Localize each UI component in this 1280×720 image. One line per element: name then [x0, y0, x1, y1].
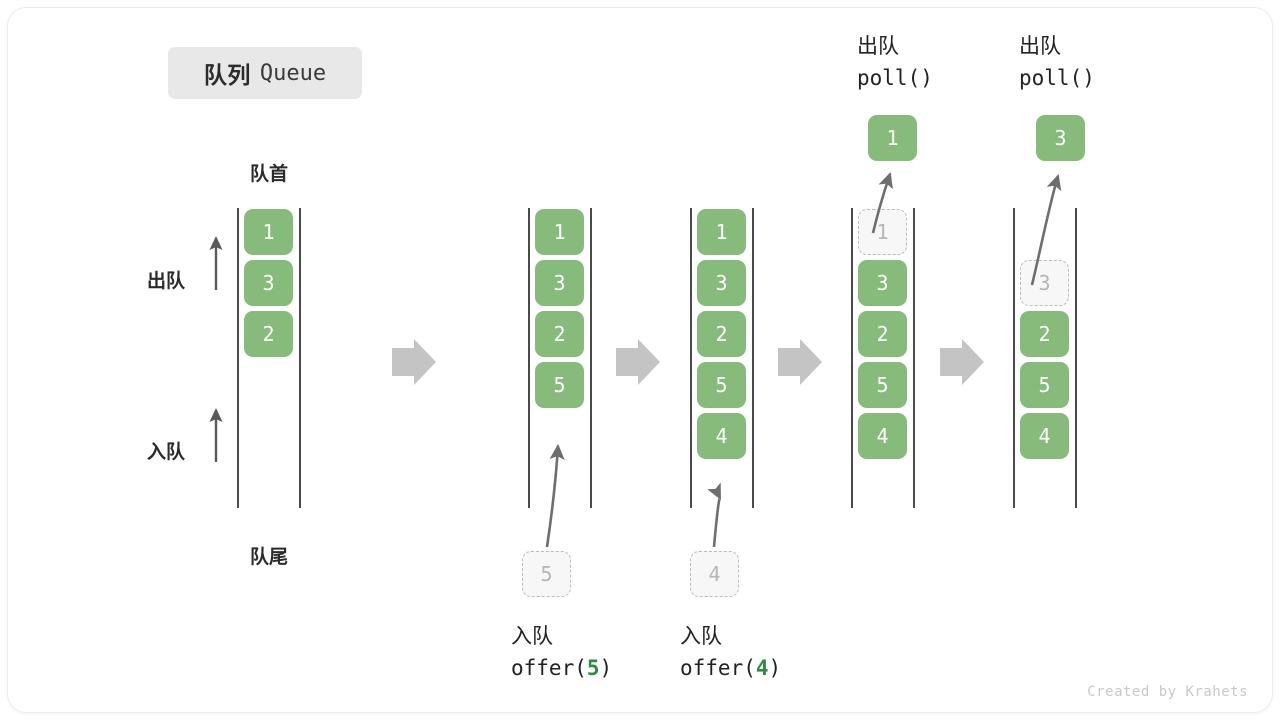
queue-cell: 2	[244, 311, 293, 357]
queue-cell: 4	[697, 413, 746, 459]
rail-left	[851, 208, 853, 508]
queue-cell: 3	[535, 260, 584, 306]
caption-close: )	[768, 655, 782, 680]
rail-left	[528, 208, 530, 508]
popped-cell: 3	[1036, 115, 1085, 161]
caption-operation-label: 入队	[511, 625, 553, 648]
dequeue-direction-label: 出队	[147, 271, 186, 292]
queue-cell: 2	[1020, 311, 1069, 357]
rail-right	[752, 208, 754, 508]
title-chinese: 队列	[203, 62, 251, 88]
popped-cell: 1	[868, 115, 917, 161]
queue-cell-removed: 3	[1020, 260, 1069, 306]
caption-code: offer(5)	[511, 653, 612, 685]
rail-left	[1013, 208, 1015, 508]
rail-right	[590, 208, 592, 508]
caption-operation-label: 入队	[680, 625, 722, 648]
queue-cell: 4	[858, 413, 907, 459]
queue-cell: 5	[535, 362, 584, 408]
enqueue-direction-label: 入队	[147, 442, 186, 463]
caption-poll-3: 出队 poll()	[1019, 31, 1095, 95]
queue-cell: 1	[535, 209, 584, 255]
queue-cell: 1	[244, 209, 293, 255]
queue-cell: 3	[244, 260, 293, 306]
queue-cell-removed: 1	[858, 209, 907, 255]
queue-cell: 2	[697, 311, 746, 357]
caption-offer-4: 入队 offer(4)	[680, 621, 781, 685]
head-label: 队首	[249, 164, 288, 185]
title-english: Queue	[259, 60, 327, 86]
watermark-credit: Created by Krahets	[1087, 684, 1248, 700]
queue-cell: 2	[535, 311, 584, 357]
pending-enqueue-cell: 4	[690, 551, 739, 597]
caption-operation-label: 出队	[857, 35, 899, 58]
caption-fn: offer(	[680, 655, 756, 680]
queue-cell: 3	[858, 260, 907, 306]
caption-code: poll()	[1019, 65, 1095, 90]
tail-label: 队尾	[249, 547, 288, 568]
caption-arg: 4	[755, 655, 769, 680]
caption-fn: offer(	[511, 655, 587, 680]
queue-cell: 3	[697, 260, 746, 306]
caption-operation-label: 出队	[1019, 35, 1061, 58]
rail-right	[1075, 208, 1077, 508]
diagram-card	[8, 8, 1272, 712]
pending-enqueue-cell: 5	[522, 551, 571, 597]
diagram-title-chip: 队列 Queue	[168, 47, 362, 99]
rail-right	[299, 208, 301, 508]
queue-cell: 5	[1020, 362, 1069, 408]
rail-left	[690, 208, 692, 508]
caption-arg: 5	[586, 655, 600, 680]
caption-code: offer(4)	[680, 653, 781, 685]
caption-code: poll()	[857, 65, 933, 90]
rail-left	[237, 208, 239, 508]
caption-close: )	[599, 655, 613, 680]
queue-cell: 5	[858, 362, 907, 408]
caption-poll-1: 出队 poll()	[857, 31, 933, 95]
rail-right	[913, 208, 915, 508]
queue-cell: 5	[697, 362, 746, 408]
queue-cell: 1	[697, 209, 746, 255]
caption-offer-5: 入队 offer(5)	[511, 621, 612, 685]
queue-cell: 4	[1020, 413, 1069, 459]
queue-cell: 2	[858, 311, 907, 357]
